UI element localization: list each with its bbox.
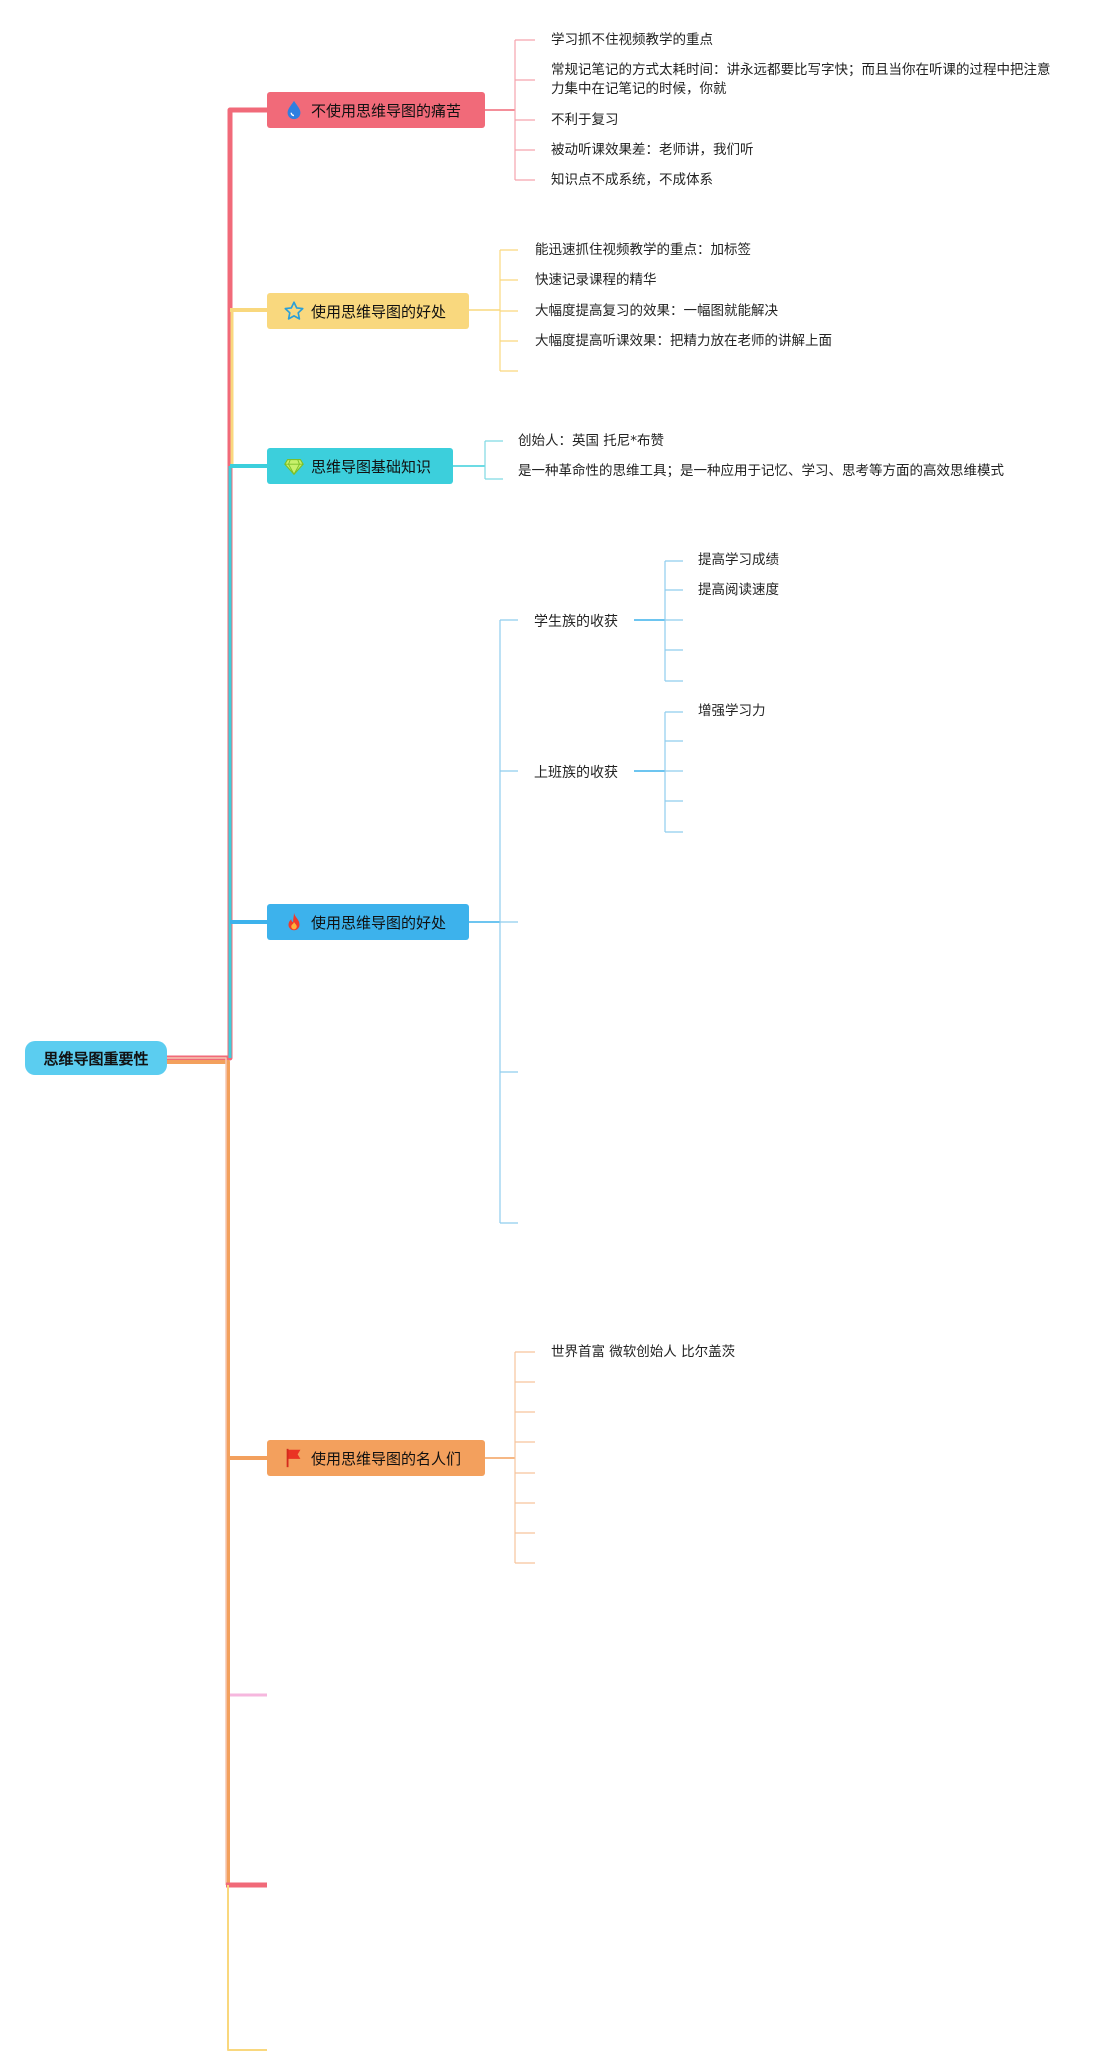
topic-label: 使用思维导图的好处 xyxy=(311,302,447,321)
trunk-orange xyxy=(167,1060,267,1887)
trunk-orange-inner xyxy=(167,1057,227,1885)
subtopic-students[interactable]: 学生族的收获 xyxy=(534,614,618,630)
topic-label: 不使用思维导图的痛苦 xyxy=(311,101,462,120)
flag-icon xyxy=(283,1447,305,1469)
list-item[interactable]: 常规记笔记的方式太耗时间：讲永远都要比写字快；而且当你在听课的过程中把注意力集中… xyxy=(551,62,1051,97)
list-item[interactable]: 知识点不成系统，不成体系 xyxy=(551,172,713,188)
root-topic-label: 思维导图重要性 xyxy=(43,1049,149,1068)
list-item[interactable]: 增强学习力 xyxy=(698,703,766,719)
list-item[interactable]: 不利于复习 xyxy=(551,112,619,128)
list-item[interactable]: 学习抓不住视频教学的重点 xyxy=(551,32,713,48)
root-topic[interactable]: 思维导图重要性 xyxy=(25,1041,167,1075)
fire-icon xyxy=(283,911,305,933)
list-item[interactable]: 快速记录课程的精华 xyxy=(535,272,657,288)
water-drop-icon xyxy=(283,99,305,121)
star-icon xyxy=(283,300,305,322)
list-item[interactable]: 是一种革命性的思维工具；是一种应用于记忆、学习、思考等方面的高效思维模式 xyxy=(518,463,1004,479)
list-item[interactable]: 世界首富 微软创始人 比尔盖茨 xyxy=(551,1344,736,1360)
list-item[interactable]: 提高阅读速度 xyxy=(698,582,779,598)
topic-label: 使用思维导图的好处 xyxy=(311,913,447,932)
list-item[interactable]: 大幅度提高复习的效果：一幅图就能解决 xyxy=(535,303,778,319)
diamond-icon xyxy=(283,455,305,477)
topic-famous-people[interactable]: 使用思维导图的名人们 xyxy=(267,1440,485,1476)
list-item[interactable]: 被动听课效果差：老师讲，我们听 xyxy=(551,142,754,158)
topic-benefits[interactable]: 使用思维导图的好处 xyxy=(267,293,469,329)
topic-benefits-groups[interactable]: 使用思维导图的好处 xyxy=(267,904,469,940)
topic-basics[interactable]: 思维导图基础知识 xyxy=(267,448,453,484)
topic-pain-without-mindmap[interactable]: 不使用思维导图的痛苦 xyxy=(267,92,485,128)
topic-label: 思维导图基础知识 xyxy=(311,457,432,476)
topic-label: 使用思维导图的名人们 xyxy=(311,1449,462,1468)
trunk-red xyxy=(167,107,267,1061)
list-item[interactable]: 大幅度提高听课效果：把精力放在老师的讲解上面 xyxy=(535,333,832,349)
list-item[interactable]: 能迅速抓住视频教学的重点：加标签 xyxy=(535,242,751,258)
list-item[interactable]: 提高学习成绩 xyxy=(698,552,779,568)
trunk-yellow-bottom xyxy=(227,1885,267,2051)
subtopic-workers[interactable]: 上班族的收获 xyxy=(534,765,618,781)
list-item[interactable]: 创始人：英国 托尼*布赞 xyxy=(518,433,665,449)
